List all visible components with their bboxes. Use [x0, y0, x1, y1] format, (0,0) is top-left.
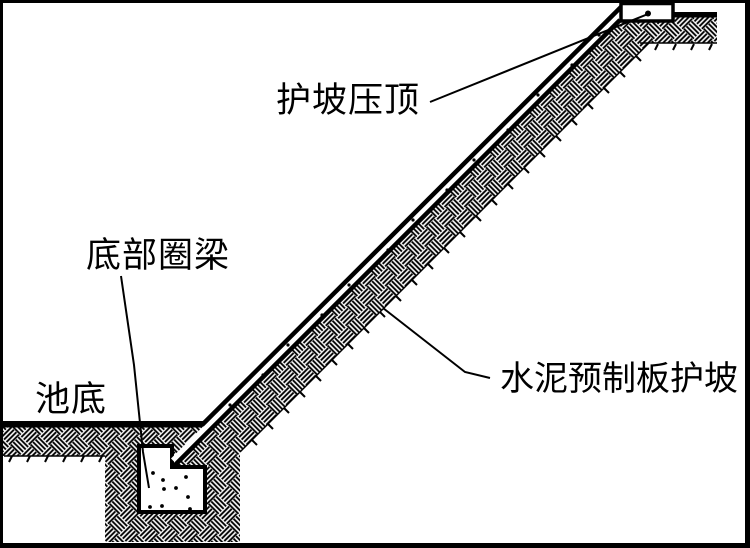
label-ring-beam: 底部圈梁	[86, 236, 231, 276]
label-slope-capping: 护坡压顶	[276, 81, 421, 121]
label-precast-slab: 水泥预制板护坡	[500, 359, 738, 399]
leader-capping	[429, 13, 649, 103]
hatch-ticks-and-stipple	[8, 33, 713, 511]
leader-ring-beam	[120, 275, 150, 489]
slab-top-line	[200, 4, 624, 427]
ground-surface-line	[673, 12, 717, 18]
ground-strip-right	[636, 17, 717, 43]
slab-bottom-line	[173, 18, 622, 467]
soil-hatch	[3, 12, 717, 542]
leader-lines	[120, 13, 649, 489]
label-pool-bottom: 池底	[35, 380, 108, 420]
pool-bottom-line	[3, 421, 204, 428]
leader-precast-slab	[382, 307, 491, 379]
leader-capping-dot	[645, 10, 651, 17]
slope-soil-band	[173, 12, 680, 468]
